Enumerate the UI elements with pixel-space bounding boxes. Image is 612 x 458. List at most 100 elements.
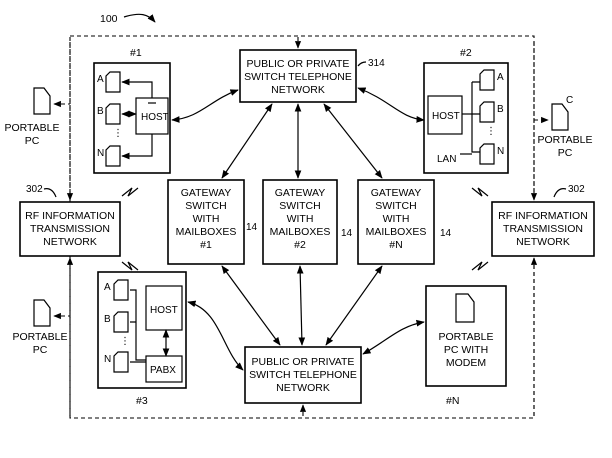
site-2-host-label: HOST — [432, 111, 460, 122]
terminal-2n-icon — [480, 144, 494, 164]
terminal-1n-icon — [106, 146, 120, 166]
rf-right-line-3: NETWORK — [516, 236, 570, 248]
gateway-n-line-2: SWITCH — [375, 200, 416, 212]
terminal-3b-icon — [114, 312, 128, 332]
site-1: A B N ⋮ HOST — [94, 63, 170, 173]
rf-left-line-2: TRANSMISSION — [30, 223, 110, 235]
terminal-3a-icon — [114, 280, 128, 300]
link-siten-net-bottom — [363, 322, 424, 354]
link-gw2-net-bottom — [300, 266, 302, 345]
gateway-2-line-5: #2 — [294, 239, 306, 251]
rf-left-line-1: RF INFORMATION — [25, 210, 115, 222]
site-3-pabx-label: PABX — [150, 365, 176, 376]
terminal-2a-label: A — [497, 72, 504, 83]
portable-bottom-left-line-1: PORTABLE — [12, 331, 67, 343]
terminal-1n-label: N — [97, 148, 104, 159]
gateway-1-line-4: MAILBOXES — [176, 226, 237, 238]
gateway-n: GATEWAY SWITCH WITH MAILBOXES #N — [358, 180, 434, 264]
gateway-n-line-5: #N — [389, 239, 402, 251]
site-1-label: #1 — [130, 47, 142, 59]
gateway-1-line-2: SWITCH — [185, 200, 226, 212]
site-3-label: #3 — [136, 395, 148, 407]
network-top: PUBLIC OR PRIVATE SWITCH TELEPHONE NETWO… — [240, 50, 356, 102]
network-top-line-1: PUBLIC OR PRIVATE — [247, 58, 350, 70]
gateway-1-ref: 14 — [246, 222, 258, 233]
terminal-2b-icon — [480, 102, 494, 122]
ref-302-right-leader — [554, 189, 566, 197]
site-n: PORTABLE PC WITH MODEM — [426, 286, 506, 386]
portable-top-left: PORTABLE PC — [4, 88, 59, 147]
site-1-host-label: HOST — [141, 112, 169, 123]
portable-top-right-line-1: PORTABLE — [537, 134, 592, 146]
gateway-n-line-4: MAILBOXES — [366, 226, 427, 238]
gateway-2-line-4: MAILBOXES — [270, 226, 331, 238]
site-n-line-1: PORTABLE — [438, 331, 493, 343]
rf-left-ref: 302 — [26, 184, 43, 195]
network-bottom-line-1: PUBLIC OR PRIVATE — [252, 356, 355, 368]
terminal-3b-label: B — [104, 314, 111, 325]
ref-302-left-leader — [44, 189, 56, 197]
gateway-1-line-3: WITH — [193, 213, 220, 225]
gateway-n-line-3: WITH — [383, 213, 410, 225]
ellipsis-3: ⋮ — [120, 336, 130, 347]
rf-right-line-2: TRANSMISSION — [503, 223, 583, 235]
gateway-n-line-1: GATEWAY — [371, 187, 422, 199]
figure-label-leader — [124, 14, 155, 22]
figure-label: 100 — [100, 13, 118, 25]
portable-top-left-line-1: PORTABLE — [4, 122, 59, 134]
rf-right-ref: 302 — [568, 184, 585, 195]
link-site2-net-top — [358, 88, 424, 120]
terminal-1b-icon — [106, 104, 120, 124]
link-net-top-gw1 — [222, 104, 272, 178]
terminal-2b-label: B — [497, 104, 504, 115]
terminal-3a-label: A — [104, 282, 111, 293]
portable-pc-icon — [552, 104, 568, 130]
rf-right-line-1: RF INFORMATION — [498, 210, 588, 222]
terminal-1a-icon — [106, 72, 120, 92]
site-3: HOST PABX A B N ⋮ — [98, 272, 186, 388]
terminal-1a-label: A — [97, 74, 104, 85]
gateway-2: GATEWAY SWITCH WITH MAILBOXES #2 — [263, 180, 337, 264]
ref-314-leader — [358, 62, 366, 66]
network-top-line-3: NETWORK — [271, 84, 325, 96]
gateway-2-line-1: GATEWAY — [275, 187, 326, 199]
network-bottom: PUBLIC OR PRIVATE SWITCH TELEPHONE NETWO… — [245, 347, 361, 403]
site-3-host-label: HOST — [150, 305, 178, 316]
terminal-3n-icon — [114, 352, 128, 372]
wireless-bolt-icon — [122, 262, 138, 270]
portable-top-right: C PORTABLE PC — [537, 95, 592, 159]
gateway-1-line-5: #1 — [200, 239, 212, 251]
network-bottom-line-2: SWITCH TELEPHONE — [249, 369, 357, 381]
network-top-ref: 314 — [368, 58, 385, 69]
site-n-line-3: MODEM — [446, 357, 486, 369]
site-2: HOST LAN A B N ⋮ — [424, 63, 508, 173]
link-net-top-gwn — [324, 104, 382, 178]
site-n-label: #N — [446, 395, 459, 407]
network-top-line-2: SWITCH TELEPHONE — [244, 71, 352, 83]
site-2-label: #2 — [460, 47, 472, 59]
network-bottom-line-3: NETWORK — [276, 382, 330, 394]
wireless-bolt-icon — [472, 188, 488, 196]
wireless-bolt-icon — [472, 262, 488, 270]
gateway-n-ref: 14 — [440, 228, 452, 239]
rf-network-left: RF INFORMATION TRANSMISSION NETWORK — [20, 202, 120, 256]
portable-top-left-line-2: PC — [25, 135, 40, 147]
site-n-line-2: PC WITH — [444, 344, 488, 356]
terminal-2n-label: N — [497, 146, 504, 157]
site-2-lan-label: LAN — [437, 154, 456, 165]
gateway-2-line-3: WITH — [287, 213, 314, 225]
link-site1-net-top — [172, 90, 238, 120]
terminal-3n-label: N — [104, 354, 111, 365]
rf-left-line-3: NETWORK — [43, 236, 97, 248]
gateway-2-ref: 14 — [341, 228, 353, 239]
terminal-2a-icon — [480, 70, 494, 90]
gateway-2-line-2: SWITCH — [279, 200, 320, 212]
portable-pc-icon — [34, 300, 50, 326]
terminal-1b-label: B — [97, 106, 104, 117]
gateway-1-line-1: GATEWAY — [181, 187, 232, 199]
portable-pc-icon — [34, 88, 50, 114]
ellipsis-2: ⋮ — [486, 126, 496, 137]
link-gwn-net-bottom — [326, 266, 382, 345]
link-gw1-net-bottom — [222, 266, 280, 345]
